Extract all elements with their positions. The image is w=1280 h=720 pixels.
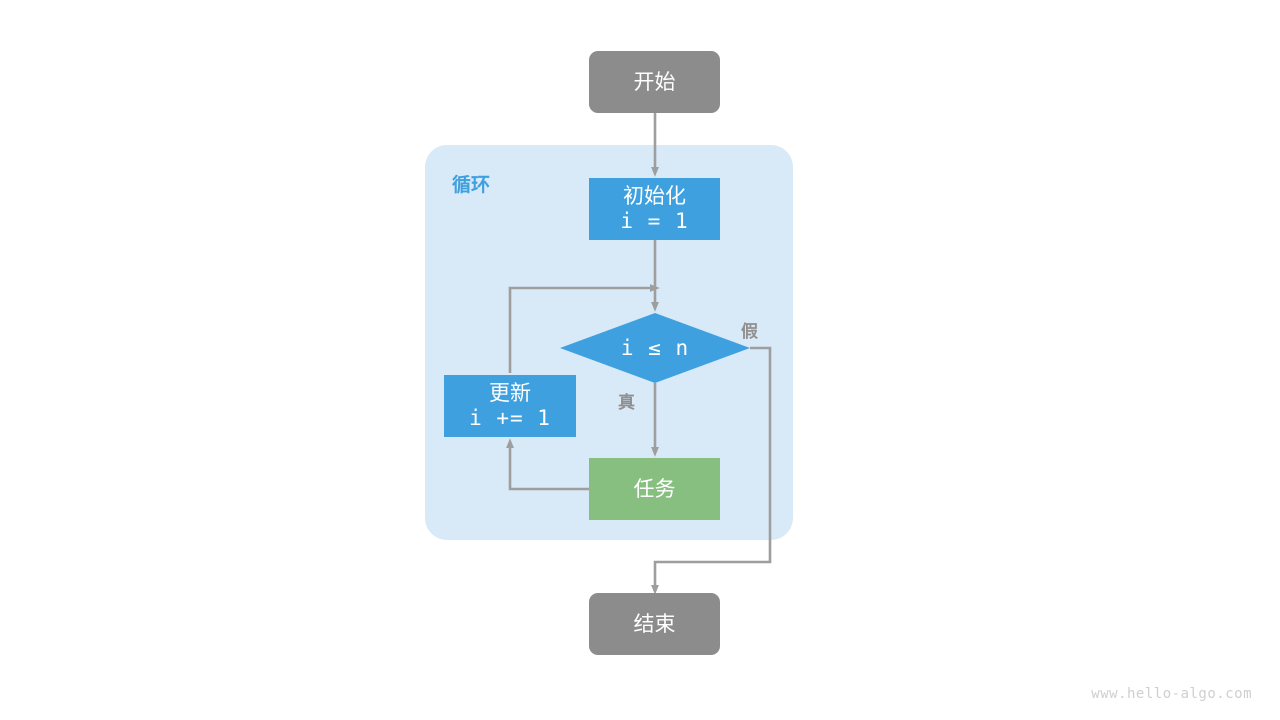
watermark: www.hello-algo.com [1091,686,1252,702]
node-task-shape[interactable] [589,458,720,520]
node-start-shape[interactable] [589,51,720,113]
edge-label-true: 真 [618,393,635,413]
edge-decision-false-to-end [651,346,772,595]
node-update-shape[interactable] [444,375,576,437]
edge-update-to-decision [508,284,660,373]
node-decision-shape[interactable] [560,313,750,383]
edge-label-false: 假 [741,322,758,342]
node-init-shape[interactable] [589,178,720,240]
edge-task-to-update [506,438,589,491]
loop-group-label: 循环 [452,174,491,196]
node-end-shape[interactable] [589,593,720,655]
